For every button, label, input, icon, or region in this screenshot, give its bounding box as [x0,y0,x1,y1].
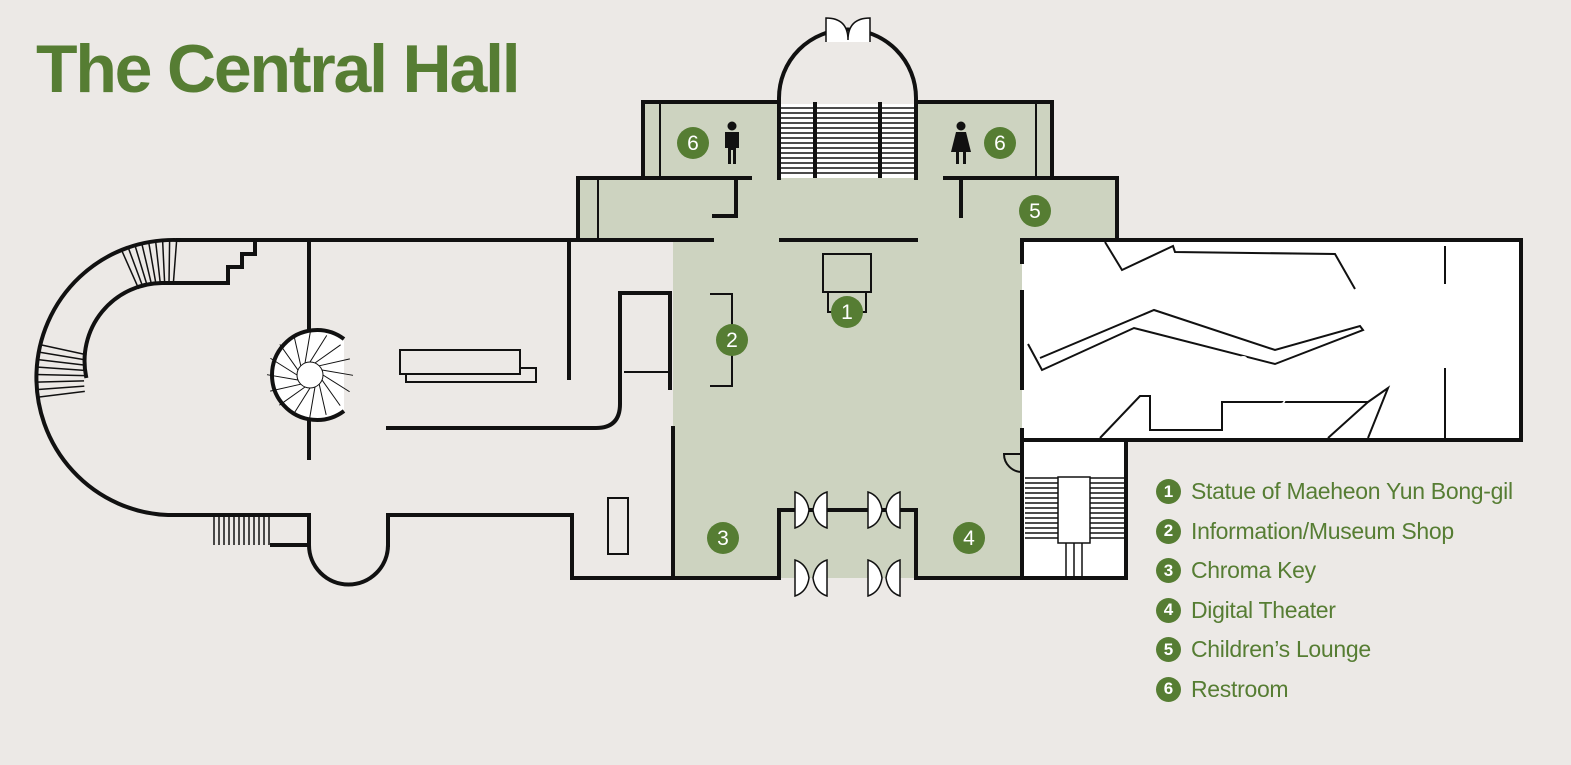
marker-number: 1 [841,301,853,324]
marker-circle [953,522,985,554]
marker-number: 3 [717,527,729,550]
exhibit-zone-label: 1 [1096,396,1107,418]
entrance-doors [794,490,901,598]
legend-label: Children’s Lounge [1191,636,1371,663]
marker-4: 4 [953,522,985,554]
legend-number-badge: 3 [1156,558,1181,584]
marker-circle [707,522,739,554]
right-stair [1025,476,1124,578]
legend-number-badge: 1 [1156,479,1181,505]
location-markers: 1 2 3 4 5 6 6 [677,127,1051,554]
marker-number: 5 [1029,200,1041,223]
marker-6: 6 [984,127,1016,159]
thin-walls [399,102,1446,555]
marker-number: 2 [726,329,738,352]
legend: 1 Statue of Maeheon Yun Bong-gil 2 Informa… [1156,472,1513,709]
legend-item: 6 Restroom [1156,670,1513,710]
legend-number-badge: 5 [1156,637,1181,663]
exhibit-zone-label: 3 [1275,394,1286,416]
walls [34,100,1523,587]
spiral-staircase [266,328,354,422]
legend-number-badge: 4 [1156,597,1181,623]
page-title: The Central Hall [36,31,521,107]
legend-label: Information/Museum Shop [1191,517,1454,544]
woman-icon [951,121,971,164]
marker-circle [831,296,863,328]
legend-item: 5 Children’s Lounge [1156,630,1513,670]
legend-label: Restroom [1191,675,1289,702]
legend-item: 4 Digital Theater [1156,591,1513,631]
marker-6: 6 [677,127,709,159]
legend-number-badge: 6 [1156,676,1181,702]
marker-3: 3 [707,522,739,554]
legend-item: 2 Information/Museum Shop [1156,512,1513,552]
bottom-stair [213,517,270,545]
exhibition-hall-fill [1022,240,1521,578]
exhibit-zone-label: 7 [1218,305,1229,327]
legend-item: 1 Statue of Maeheon Yun Bong-gil [1156,472,1513,512]
legend-label: Chroma Key [1191,557,1316,584]
legend-number-badge: 2 [1156,518,1181,544]
left-curved-stairs [36,240,178,398]
marker-2: 2 [716,324,748,356]
legend-label: Digital Theater [1191,596,1336,623]
marker-1: 1 [831,296,863,328]
marker-5: 5 [1019,195,1051,227]
legend-label: Statue of Maeheon Yun Bong-gil [1191,478,1513,505]
marker-circle [984,127,1016,159]
exhibit-zone-labels: 7 2 1 3 [1096,305,1286,418]
dome-stair [777,17,918,178]
marker-number: 6 [994,132,1006,155]
legend-item: 3 Chroma Key [1156,551,1513,591]
marker-circle [716,324,748,356]
marker-circle [677,127,709,159]
marker-number: 4 [963,527,975,550]
marker-circle [1019,195,1051,227]
exhibit-zone-label: 2 [1237,353,1248,375]
man-icon [725,121,739,164]
marker-number: 6 [687,132,699,155]
